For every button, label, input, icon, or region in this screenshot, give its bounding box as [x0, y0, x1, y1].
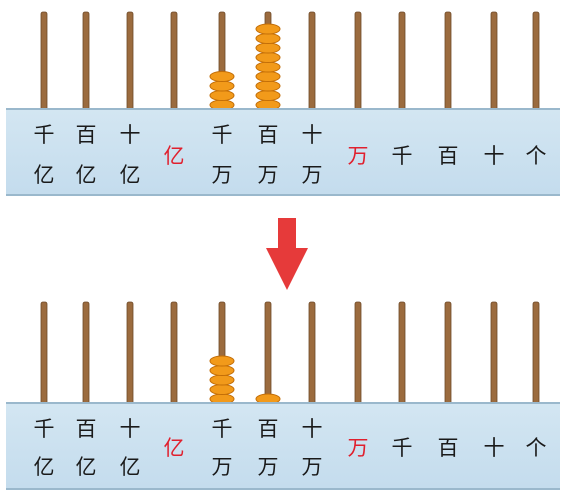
place-label: 十 — [483, 144, 505, 168]
place-label-bottom: 亿 — [75, 455, 97, 479]
place-label: 万 — [347, 144, 369, 168]
place-label-bottom: 亿 — [75, 163, 97, 187]
bead — [209, 365, 235, 376]
place-label-top: 千 — [211, 417, 233, 441]
place-value-board-bottom — [6, 402, 560, 490]
place-label-top: 十 — [301, 417, 323, 441]
bead — [209, 384, 235, 395]
place-label: 百 — [437, 436, 459, 460]
bead — [255, 23, 281, 35]
abacus-top: 千亿百亿十亿亿千万百万十万万千百十个 — [0, 0, 566, 200]
place-label-top: 十 — [119, 123, 141, 147]
place-label-bottom: 亿 — [119, 163, 141, 187]
place-label-bottom: 亿 — [33, 163, 55, 187]
place-label-bottom: 亿 — [119, 455, 141, 479]
rod-8 — [354, 301, 362, 405]
place-label: 百 — [437, 144, 459, 168]
rod-3 — [126, 301, 134, 405]
rods-and-beads-bottom — [40, 301, 540, 405]
place-label: 个 — [525, 436, 547, 460]
place-label-bottom: 万 — [211, 163, 233, 187]
rod-7 — [308, 301, 316, 405]
place-label-bottom: 万 — [211, 455, 233, 479]
place-label-top: 十 — [119, 417, 141, 441]
place-label-top: 千 — [33, 417, 55, 441]
place-label: 亿 — [163, 436, 185, 460]
place-label-bottom: 万 — [257, 455, 279, 479]
place-label: 亿 — [163, 144, 185, 168]
place-label-top: 百 — [75, 123, 97, 147]
bead — [209, 374, 235, 386]
place-label-bottom: 万 — [301, 163, 323, 187]
place-label-top: 千 — [211, 123, 233, 147]
rod-9 — [398, 301, 406, 405]
rod-11 — [490, 301, 498, 405]
place-label-top: 百 — [257, 123, 279, 147]
place-label: 万 — [347, 436, 369, 460]
rods-and-beads-top — [40, 11, 540, 111]
place-label: 十 — [483, 436, 505, 460]
place-label: 千 — [391, 436, 413, 460]
place-label: 个 — [525, 144, 547, 168]
place-label-bottom: 万 — [301, 455, 323, 479]
place-value-board-top — [6, 108, 560, 196]
bead — [209, 355, 235, 367]
rod-1 — [40, 301, 48, 405]
place-label-top: 十 — [301, 123, 323, 147]
rod-2 — [82, 301, 90, 405]
abacus-bottom: 千亿百亿十亿亿千万百万十万万千百十个 — [0, 300, 566, 490]
place-label-bottom: 亿 — [33, 455, 55, 479]
bead — [209, 71, 235, 82]
place-label-top: 百 — [75, 417, 97, 441]
place-label-top: 千 — [33, 123, 55, 147]
place-label: 千 — [391, 144, 413, 168]
rod-12 — [532, 301, 540, 405]
place-label-top: 百 — [257, 417, 279, 441]
place-label-bottom: 万 — [257, 163, 279, 187]
rod-4 — [170, 301, 178, 405]
rod-10 — [444, 301, 452, 405]
rod-6 — [264, 301, 272, 405]
